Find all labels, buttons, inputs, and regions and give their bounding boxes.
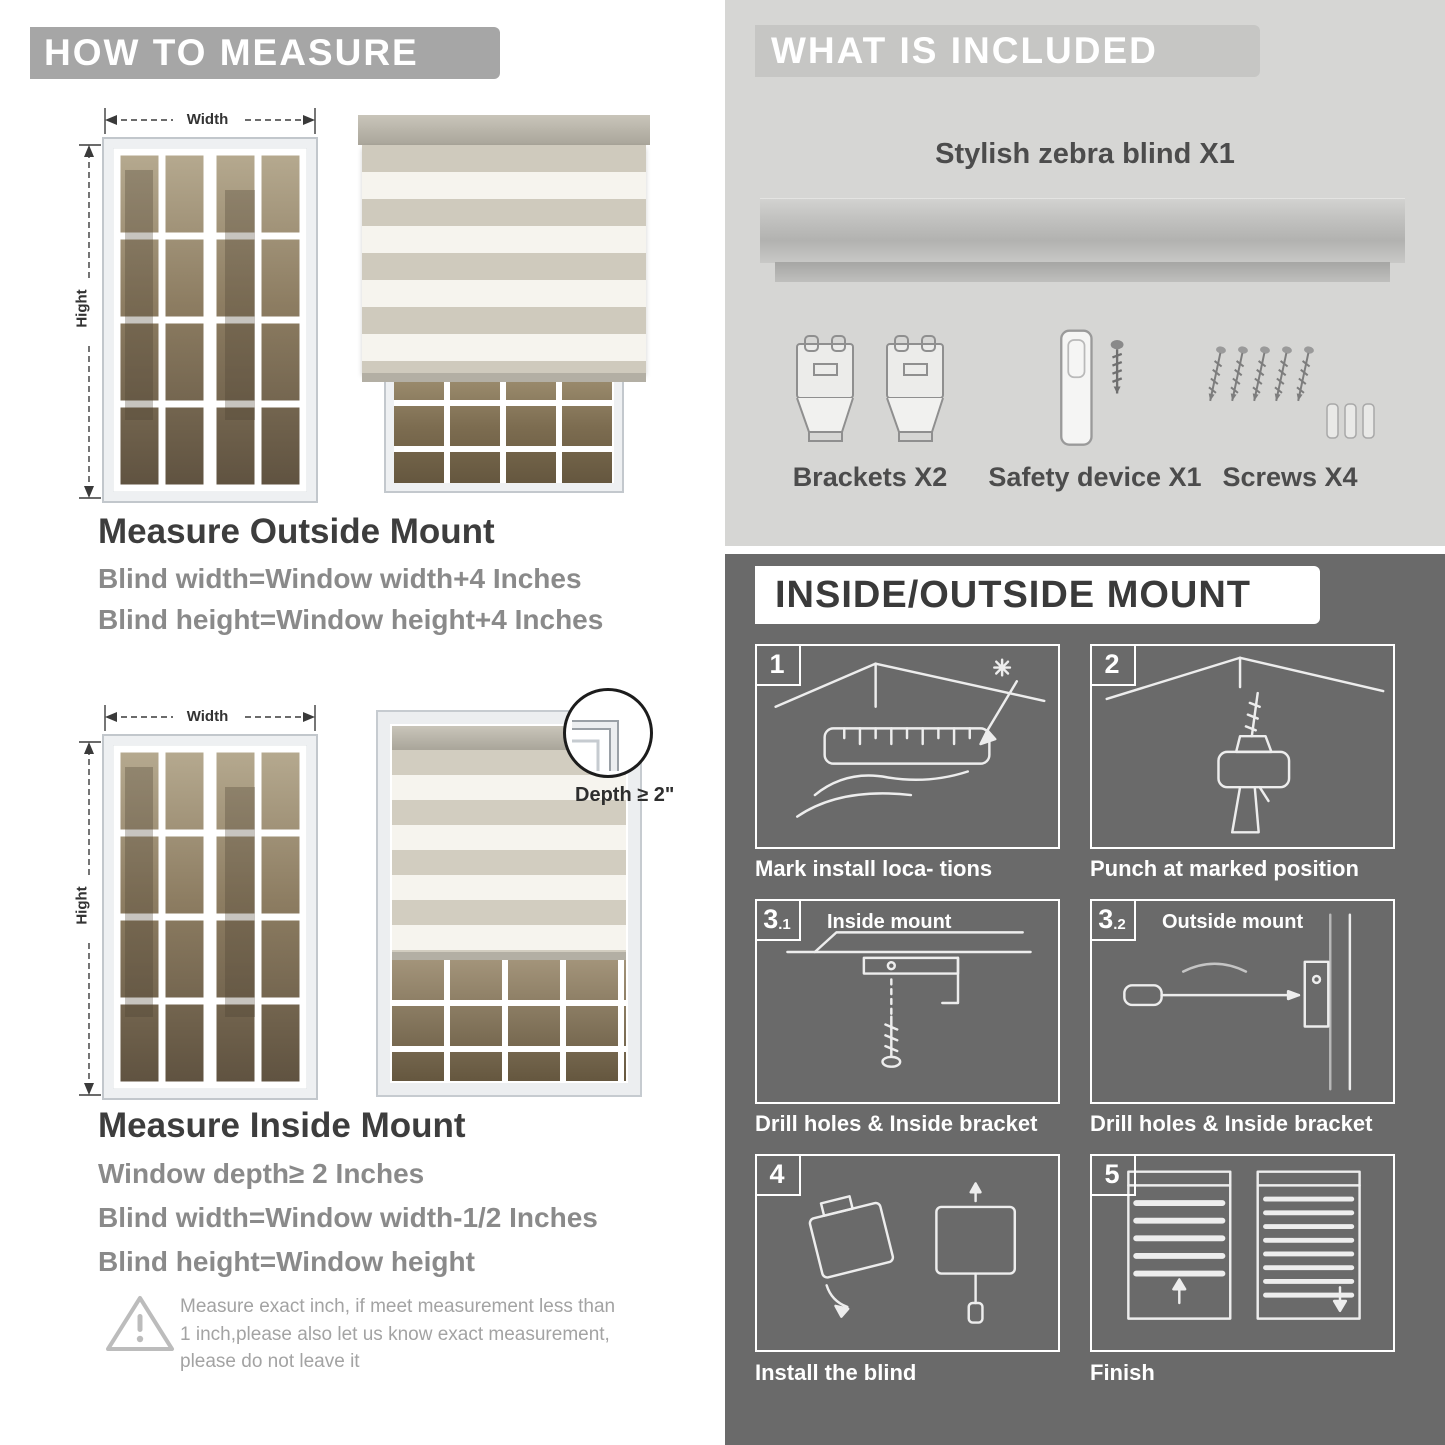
safety-device-icon: [1060, 329, 1124, 446]
outside-height-formula: Blind height=Window height+4 Inches: [98, 604, 604, 635]
zebra-blind-item-label: Stylish zebra blind X1: [935, 138, 1235, 170]
bracket-icon: [796, 335, 854, 442]
height-dimension-label: Hight: [73, 289, 91, 328]
zebra-stripes: [392, 750, 626, 952]
zebra-stripes: [362, 145, 646, 373]
step-substep: .1: [778, 915, 791, 933]
finish-illustration: [1127, 1170, 1361, 1320]
step-number: 3: [763, 903, 779, 934]
step-number: 5: [1104, 1158, 1120, 1189]
inside-width-formula: Blind width=Window width-1/2 Inches: [98, 1202, 598, 1233]
step-number: 3: [1098, 903, 1114, 934]
step-number-badge: 3.1: [755, 899, 801, 941]
blind-headrail-illustration: [760, 198, 1405, 263]
step-caption-3-1: Drill holes & Inside bracket: [755, 1111, 1038, 1136]
step-panel-1: 1: [755, 644, 1060, 849]
step-caption-4: Install the blind: [755, 1360, 917, 1385]
step-panel-5: 5: [1090, 1154, 1395, 1352]
step-caption-5: Finish: [1090, 1360, 1155, 1385]
step-caption-1: Mark install loca- tions: [755, 856, 993, 881]
how-to-measure-title: HOW TO MEASURE: [44, 32, 419, 73]
inside-height-formula: Blind height=Window height: [98, 1246, 475, 1277]
step-panel-4: 4: [755, 1154, 1060, 1352]
height-dimension-label: Hight: [73, 886, 91, 925]
window-drawing-icon: [79, 705, 318, 1100]
blind-headrail-underside: [775, 262, 1390, 282]
inside-bracket-illustration: [786, 931, 1032, 1068]
safety-device-count-label: Safety device X1: [988, 462, 1202, 492]
step-substep: .2: [1113, 915, 1126, 933]
inside-mount-title: Measure Inside Mount: [98, 1106, 466, 1145]
what-is-included-title: WHAT IS INCLUDED: [771, 30, 1158, 71]
window-drawing-icon: [79, 108, 318, 503]
what-is-included-section: WHAT IS INCLUDED Stylish zebra blind X1: [725, 0, 1445, 546]
outside-bracket-illustration: [1123, 913, 1352, 1091]
warning-icon: [106, 1296, 174, 1351]
what-is-included-banner: WHAT IS INCLUDED: [755, 25, 1260, 77]
step-number-badge: 5: [1090, 1154, 1136, 1196]
frame-corner-icon: [572, 720, 619, 771]
window-panes: [392, 960, 626, 1081]
depth-detail-magnifier: [563, 688, 653, 778]
outside-mount-panel-label: Outside mount: [1162, 911, 1304, 933]
bracket-icon: [886, 335, 944, 442]
screws-count-label: Screws X4: [1222, 462, 1358, 492]
step-number: 2: [1104, 648, 1120, 679]
inside-mount-panel-label: Inside mount: [827, 911, 952, 933]
blind-cassette: [358, 115, 650, 145]
inside-outside-mount-title: INSIDE/OUTSIDE MOUNT: [775, 574, 1252, 616]
screws-icon: [1208, 346, 1375, 439]
inside-mount-window-illustration: Width Hight: [73, 697, 340, 1102]
how-to-measure-banner: HOW TO MEASURE: [30, 27, 500, 79]
drill-position-illustration: [1105, 656, 1385, 834]
blind-bottom-rail: [392, 952, 626, 960]
inside-outside-mount-banner: INSIDE/OUTSIDE MOUNT: [755, 566, 1320, 624]
step-caption-2: Punch at marked position: [1090, 856, 1359, 881]
measurement-note: Measure exact inch, if meet measurement …: [180, 1296, 616, 1373]
step-panel-3-1: 3.1 Inside mount: [755, 899, 1060, 1104]
step-number-badge: 2: [1090, 644, 1136, 686]
blind-bottom-rail: [362, 373, 646, 382]
outside-mount-blind-illustration: [358, 115, 650, 493]
inside-depth-formula: Window depth≥ 2 Inches: [98, 1158, 425, 1189]
step-number-badge: 4: [755, 1154, 801, 1196]
outside-mount-title: Measure Outside Mount: [98, 512, 495, 551]
width-dimension-label: Width: [186, 111, 229, 128]
mark-location-illustration: [774, 658, 1046, 818]
step-number: 1: [769, 648, 785, 679]
install-blind-illustration: [808, 1182, 1017, 1324]
step-number-badge: 3.2: [1090, 899, 1136, 941]
mount-instructions-section: INSIDE/OUTSIDE MOUNT 1: [725, 554, 1445, 1445]
depth-requirement-label: Depth ≥ 2": [575, 784, 675, 806]
outside-mount-window-illustration: Width Hight: [73, 100, 340, 505]
width-dimension-label: Width: [186, 708, 229, 725]
outside-width-formula: Blind width=Window width+4 Inches: [98, 563, 582, 594]
brackets-count-label: Brackets X2: [792, 462, 948, 492]
step-caption-3-2: Drill holes & Inside bracket: [1090, 1111, 1373, 1136]
step-number: 4: [769, 1158, 785, 1189]
step-panel-2: 2: [1090, 644, 1395, 849]
step-panel-3-2: 3.2 Outside mount: [1090, 899, 1395, 1104]
step-number-badge: 1: [755, 644, 801, 686]
